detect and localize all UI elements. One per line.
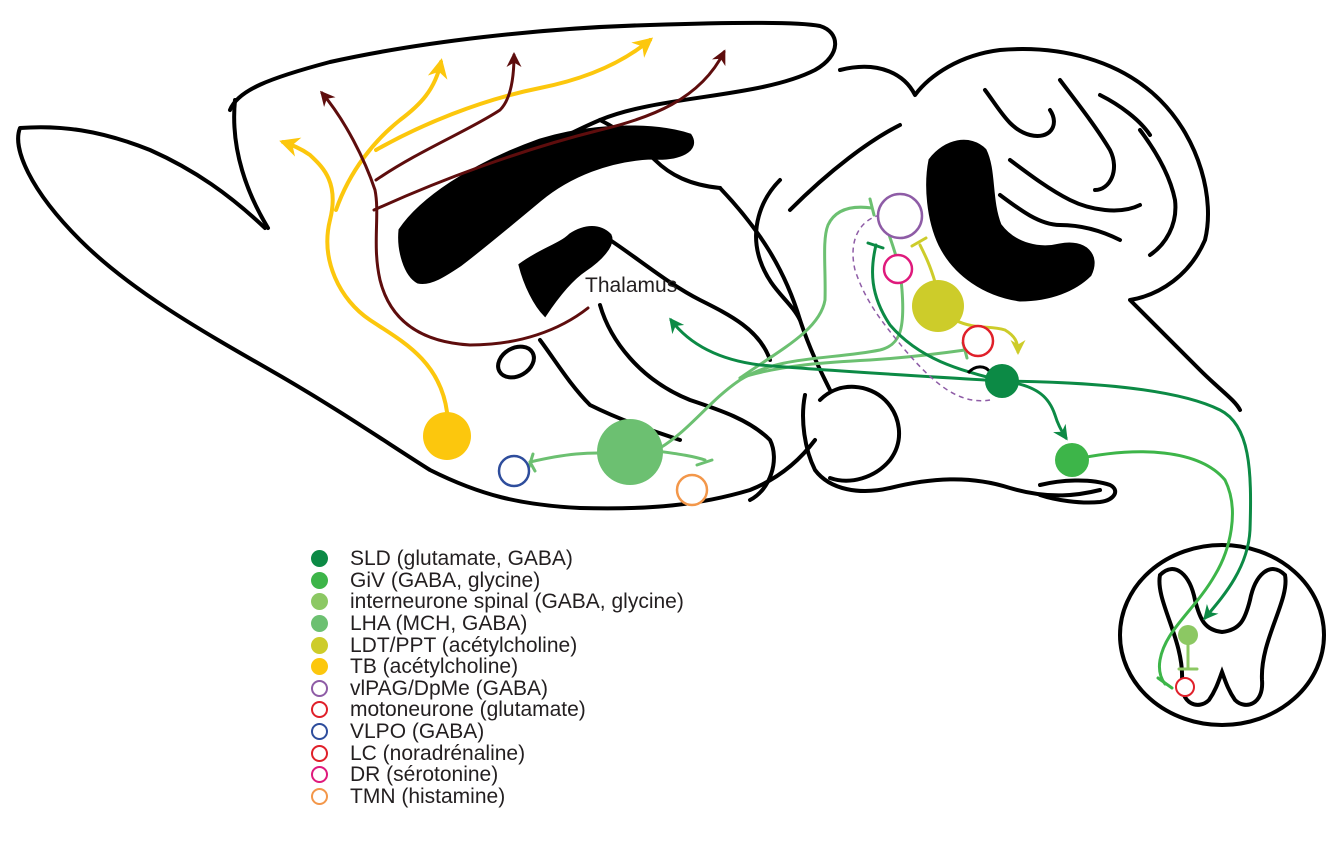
motoneurone-nucleus: [1176, 678, 1194, 696]
vlpag-nucleus: [878, 194, 922, 238]
tb-nucleus: [423, 412, 471, 460]
legend-label: interneurone spinal (GABA, glycine): [350, 591, 684, 612]
legend-label: DR (sérotonine): [350, 764, 498, 785]
legend-label: motoneurone (glutamate): [350, 699, 586, 720]
legend-item: TMN (histamine): [311, 786, 684, 808]
legend-label: vlPAG/DpMe (GABA): [350, 678, 548, 699]
legend-open-circle-icon: [311, 723, 328, 740]
vlpo-nucleus: [499, 456, 529, 486]
legend-label: LC (noradrénaline): [350, 743, 525, 764]
interneurone-nucleus: [1178, 625, 1198, 645]
legend-item: LDT/PPT (acétylcholine): [311, 634, 684, 656]
legend: SLD (glutamate, GABA)GiV (GABA, glycine)…: [311, 548, 684, 807]
legend-open-circle-icon: [311, 680, 328, 697]
legend-item: vlPAG/DpMe (GABA): [311, 678, 684, 700]
legend-label: GiV (GABA, glycine): [350, 570, 540, 591]
legend-open-circle-icon: [311, 701, 328, 718]
legend-item: TB (acétylcholine): [311, 656, 684, 678]
legend-filled-circle-icon: [311, 658, 328, 675]
legend-label: SLD (glutamate, GABA): [350, 548, 573, 569]
dr-nucleus: [884, 255, 912, 283]
legend-filled-circle-icon: [311, 550, 328, 567]
legend-open-circle-icon: [311, 745, 328, 762]
legend-open-circle-icon: [311, 766, 328, 783]
legend-filled-circle-icon: [311, 615, 328, 632]
cerebellum-folds: [985, 80, 1175, 255]
legend-filled-circle-icon: [311, 637, 328, 654]
legend-open-circle-icon: [311, 788, 328, 805]
legend-item: motoneurone (glutamate): [311, 699, 684, 721]
fornix-ring: [493, 340, 540, 383]
legend-item: DR (sérotonine): [311, 764, 684, 786]
spinal-cord-section: [1120, 545, 1324, 725]
ldt-ppt-nucleus: [912, 280, 964, 332]
thalamus-label: Thalamus: [585, 274, 677, 297]
legend-label: TB (acétylcholine): [350, 656, 518, 677]
legend-item: VLPO (GABA): [311, 721, 684, 743]
legend-label: TMN (histamine): [350, 786, 505, 807]
tmn-nucleus: [677, 475, 707, 505]
legend-item: LHA (MCH, GABA): [311, 613, 684, 635]
legend-label: LHA (MCH, GABA): [350, 613, 527, 634]
giv-nucleus: [1055, 443, 1089, 477]
legend-item: interneurone spinal (GABA, glycine): [311, 591, 684, 613]
legend-item: LC (noradrénaline): [311, 742, 684, 764]
legend-label: LDT/PPT (acétylcholine): [350, 635, 577, 656]
legend-item: GiV (GABA, glycine): [311, 570, 684, 592]
lha-nucleus: [597, 419, 663, 485]
legend-filled-circle-icon: [311, 572, 328, 589]
legend-item: SLD (glutamate, GABA): [311, 548, 684, 570]
legend-label: VLPO (GABA): [350, 721, 484, 742]
sld-nucleus: [985, 364, 1019, 398]
lc-nucleus: [963, 326, 993, 356]
legend-filled-circle-icon: [311, 593, 328, 610]
